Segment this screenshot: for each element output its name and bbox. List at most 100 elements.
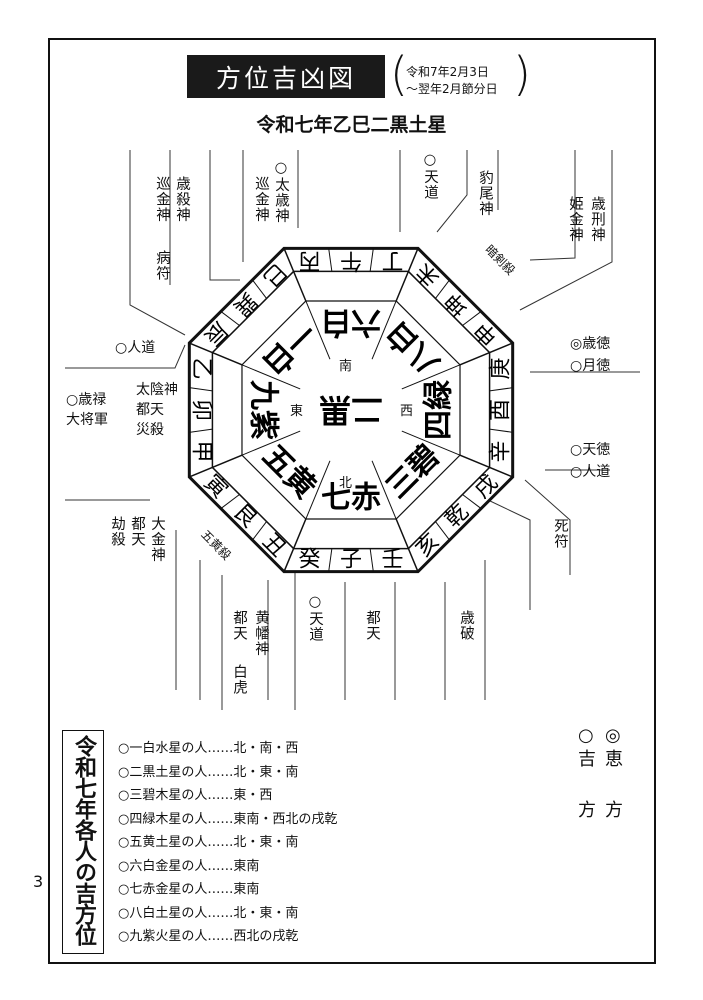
key-ke: 恵 <box>605 749 623 770</box>
legend-row: ○三碧木星の人……東・西 <box>118 788 273 803</box>
ring-character: 卯 <box>188 399 213 421</box>
label-saikeijin: 歳刑神 <box>589 196 605 243</box>
sector-spoke <box>189 454 243 478</box>
page-number: 3 <box>33 872 44 891</box>
label-west: 西 <box>400 404 414 419</box>
ring-character: 庚 <box>489 358 514 380</box>
legend-row: ○一白水星の人……北・南・西 <box>118 741 299 756</box>
sector-spoke <box>459 342 513 366</box>
ring-character: 乙 <box>188 358 213 380</box>
legend-row: ○二黒土星の人……北・東・南 <box>118 764 299 780</box>
label-kosatsu: 劫殺 <box>109 516 125 547</box>
inner-spoke <box>371 460 397 520</box>
label-toten-left: 都天 <box>136 402 164 418</box>
legend-title: 令和七年各人の吉方位 <box>71 735 96 945</box>
ring-cell-divider <box>220 494 240 509</box>
legend-row: ○四緑木星の人……東南・西北の戌乾 <box>118 811 338 827</box>
sector-spoke <box>189 342 243 366</box>
label-byakko: 白虎 <box>231 664 247 695</box>
ring-cell-divider <box>328 248 333 272</box>
label-daikinjin: 大金神 <box>149 516 165 563</box>
ring-character: 癸 <box>299 548 321 573</box>
inner-spoke <box>305 300 331 360</box>
legend-row: ○五黄土星の人……北・東・南 <box>118 835 299 850</box>
ring-character: 酉 <box>489 399 514 421</box>
label-jindo-left: ○人道 <box>115 340 156 356</box>
date-close-paren: ) <box>513 47 531 101</box>
sector-spoke <box>395 248 419 302</box>
ring-character: 子 <box>340 548 362 573</box>
ring-character: 丁 <box>381 247 403 272</box>
star-center: 二黒 <box>319 391 383 429</box>
label-north: 北 <box>339 476 353 491</box>
label-saiha: 歳破 <box>458 610 474 641</box>
label-tentoku: ○天徳 <box>570 442 611 458</box>
key-kichi: 吉 <box>578 749 596 770</box>
label-east: 東 <box>290 404 304 419</box>
ring-character: 午 <box>340 247 362 272</box>
label-taiin: 太陰神 <box>136 382 178 398</box>
ring-cell-divider <box>220 311 240 326</box>
inner-spoke <box>305 460 331 520</box>
label-hyobijin: 豹尾神 <box>477 170 493 217</box>
ring-cell-divider <box>369 248 374 272</box>
label-saitoku: ◎歳徳 <box>570 336 611 352</box>
ring-cell-divider <box>435 279 450 299</box>
label-junkinjin-2: 巡金神 <box>253 176 269 223</box>
date-range-start: 令和7年2月3日 <box>406 65 489 79</box>
leader-lines <box>65 150 640 710</box>
ring-cell-divider <box>435 521 450 541</box>
label-south: 南 <box>339 359 353 374</box>
ring-cell-divider <box>462 494 482 509</box>
ring-cell-divider <box>489 428 513 433</box>
star-west: 四緑 <box>422 379 457 440</box>
sector-spoke <box>459 454 513 478</box>
ring-character: 辛 <box>489 440 514 462</box>
inner-spoke <box>241 364 301 390</box>
key-ke-mark: ◎ <box>605 725 621 746</box>
label-saisatsujin: 歳殺神 <box>174 176 190 223</box>
legend-row: ○八白土星の人……北・東・南 <box>118 905 299 921</box>
ring-cell-divider <box>252 279 267 299</box>
label-toten-bottom-2: 都天 <box>231 610 247 641</box>
label-jindo-right: ○人道 <box>570 464 611 480</box>
inner-spoke <box>401 430 461 456</box>
key-kichi-mark: ○ <box>578 725 594 746</box>
label-toten-bottom-1: 都天 <box>129 516 145 547</box>
ring-cell-divider <box>328 548 333 572</box>
ring-cell-divider <box>369 548 374 572</box>
compass-spokes <box>189 248 513 572</box>
inner-spoke <box>371 300 397 360</box>
date-open-paren: ( <box>390 47 408 101</box>
ring-cell-divider <box>252 521 267 541</box>
key-hou-1: 方 <box>578 800 596 821</box>
label-obanjin: 黄幡神 <box>253 610 269 657</box>
label-sairoku: ○歳禄 <box>66 392 107 408</box>
ring-cell-divider <box>489 387 513 392</box>
star-north: 七赤 <box>321 481 381 516</box>
inner-spoke <box>401 364 461 390</box>
date-range-end: ～翌年2月節分日 <box>406 82 498 96</box>
star-south: 六白 <box>321 305 381 340</box>
star-east: 九紫 <box>246 380 281 440</box>
ring-character: 甲 <box>188 440 213 462</box>
label-junkinjin-1: 巡金神 <box>154 176 170 223</box>
chart-title: 方位吉凶図 <box>187 55 385 98</box>
ring-cell-divider <box>189 428 213 433</box>
label-byofu: 病符 <box>154 250 170 281</box>
label-shifu: 死符 <box>552 518 568 549</box>
inner-spoke <box>241 430 301 456</box>
label-gettoku: ○月徳 <box>570 358 611 374</box>
label-toten-bottom-3: 都天 <box>364 610 380 641</box>
key-hou-2: 方 <box>605 800 623 821</box>
chart-subtitle: 令和七年乙巳二黒土星 <box>256 114 447 136</box>
label-taisaijin: ○太歳神 <box>273 160 289 224</box>
sector-spoke <box>395 518 419 572</box>
label-taishogun: 大将軍 <box>66 412 108 428</box>
legend-row: ○六白金星の人……東南 <box>118 858 260 874</box>
sector-spoke <box>283 518 307 572</box>
label-tendo-top: ○天道 <box>422 152 438 200</box>
legend-row: ○七赤金星の人……東南 <box>118 882 260 897</box>
ring-character: 壬 <box>381 548 403 573</box>
